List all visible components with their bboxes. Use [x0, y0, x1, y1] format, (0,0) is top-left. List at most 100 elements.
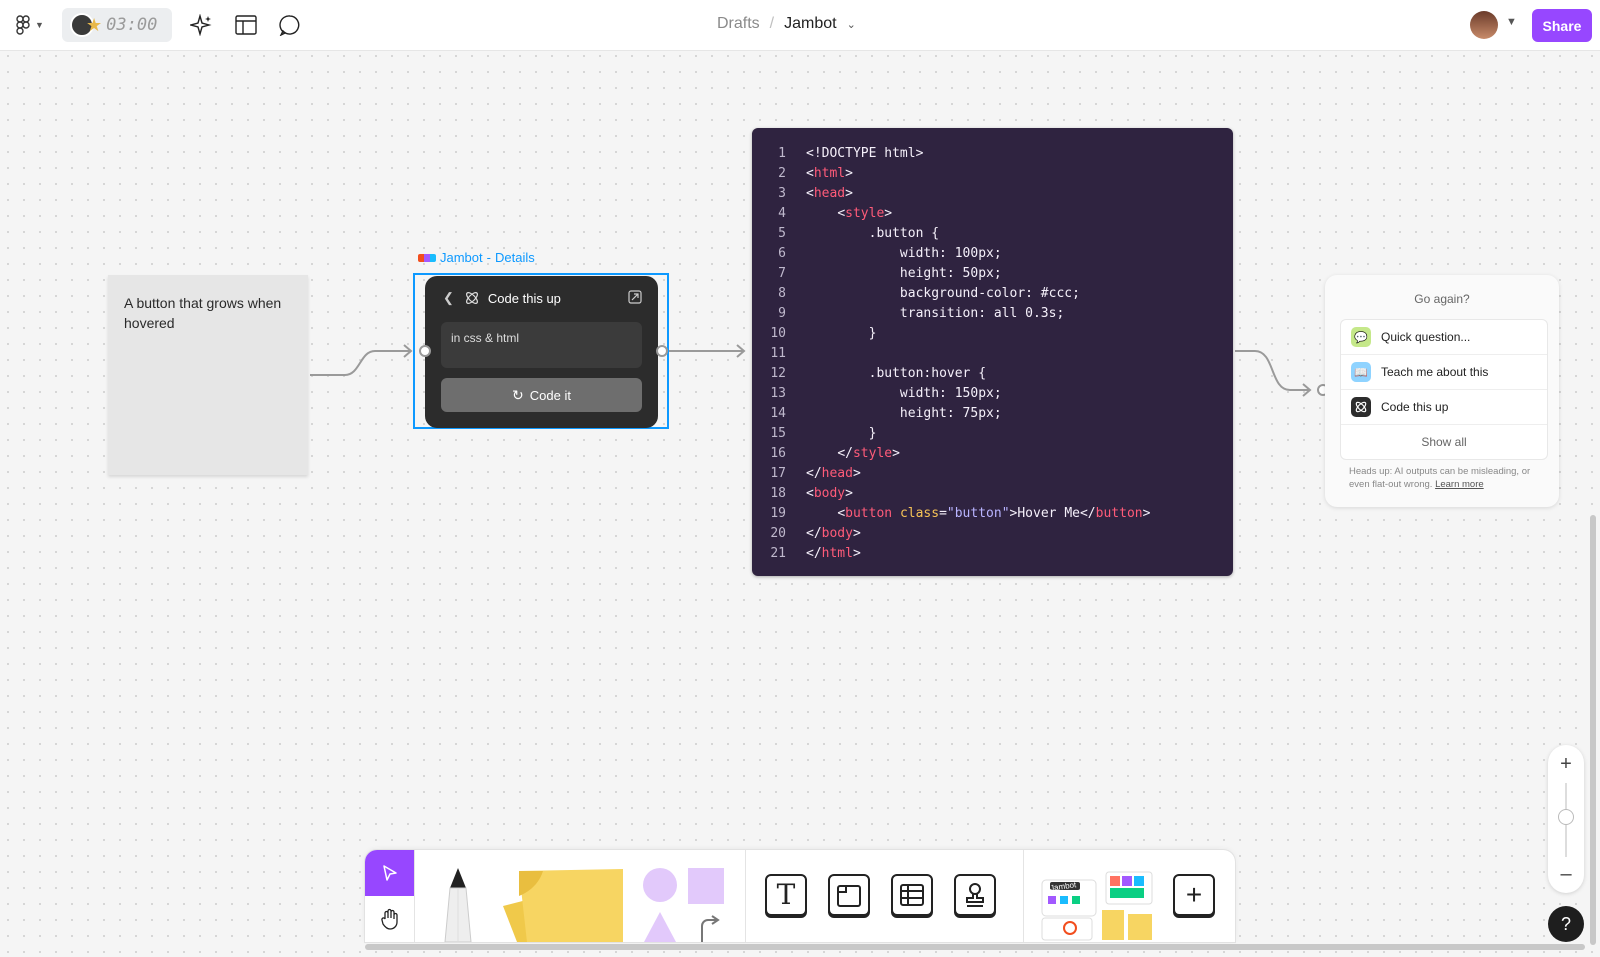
option-teach-me[interactable]: 📖 Teach me about this [1341, 355, 1547, 390]
code-token: width: 100px; [899, 246, 1002, 261]
prompt-input[interactable]: in css & html [441, 322, 642, 368]
option-code-this-up[interactable]: Code this up [1341, 390, 1547, 425]
zoom-out-button[interactable]: – [1560, 863, 1572, 885]
code-line: 6 width: 100px; [752, 244, 1002, 264]
templates-tool[interactable] [1040, 870, 1155, 942]
jambot-details-link[interactable]: Details [494, 250, 535, 265]
comment-icon [279, 15, 300, 36]
learn-more-link[interactable]: Learn more [1435, 479, 1484, 490]
code-token: .button { [868, 226, 940, 241]
line-number: 21 [770, 546, 786, 561]
breadcrumb-drafts[interactable]: Drafts [717, 15, 760, 32]
code-text: background-color: #ccc; [806, 284, 1080, 304]
pencil-tool[interactable] [433, 866, 483, 942]
code-it-button[interactable]: ↻ Code it [441, 378, 642, 412]
line-number: 11 [770, 346, 786, 361]
code-text: width: 100px; [806, 244, 1002, 264]
file-menu-chevron-icon[interactable]: ⌄ [846, 18, 856, 31]
back-chevron-icon[interactable]: ❮ [443, 290, 454, 305]
code-token: transition: all 0.3s; [899, 306, 1065, 321]
jambot-node-label[interactable]: Jambot - Details [418, 250, 535, 265]
sticky-note[interactable]: A button that grows when hovered [108, 275, 308, 475]
chevron-down-icon: ▼ [35, 20, 44, 30]
jambot-node[interactable]: ❮ Code this up in css & html ↻ Code it [425, 276, 658, 428]
breadcrumb: Drafts / Jambot ⌄ [717, 15, 856, 33]
code-token: > [884, 206, 893, 221]
disclaimer-text: Heads up: AI outputs can be misleading, … [1349, 466, 1531, 490]
file-name[interactable]: Jambot [784, 15, 837, 32]
go-again-panel: Go again? 💬 Quick question... 📖 Teach me… [1325, 275, 1559, 507]
code-line: 12 .button:hover { [752, 364, 986, 384]
code-block[interactable]: 1<!DOCTYPE html> 2<html> 3<head> 4 <styl… [752, 128, 1233, 576]
code-line: 10 } [752, 324, 876, 344]
line-number: 19 [770, 506, 786, 521]
vertical-scrollbar[interactable] [1590, 515, 1596, 945]
code-text: <body> [806, 484, 853, 504]
horizontal-scrollbar[interactable] [365, 944, 1585, 950]
code-token: button [1095, 506, 1143, 521]
section-tool[interactable] [828, 874, 870, 916]
table-tool[interactable] [891, 874, 933, 916]
code-line: 20</body> [752, 524, 860, 544]
line-number: 3 [778, 186, 786, 201]
stamp-icon [966, 883, 984, 907]
ai-sparkle-button[interactable] [188, 12, 214, 38]
pencil-icon [444, 868, 472, 942]
sticky-note-tool[interactable] [503, 866, 623, 942]
atom-icon [1351, 397, 1371, 417]
code-token: </ [806, 546, 822, 561]
show-all-button[interactable]: Show all [1421, 435, 1467, 449]
code-line: 5 .button { [752, 224, 939, 244]
layout-button[interactable] [233, 12, 259, 38]
code-token: } [868, 326, 877, 341]
jambot-logo-icon [418, 253, 436, 262]
code-token: button [845, 506, 893, 521]
code-token: > [852, 466, 861, 481]
move-tool[interactable] [365, 850, 414, 896]
shapes-tool[interactable] [640, 868, 730, 942]
code-token: body [821, 526, 853, 541]
main-menu-button[interactable]: ▼ [12, 12, 48, 38]
hand-tool[interactable] [365, 896, 414, 942]
hand-icon [380, 908, 398, 930]
line-number: 13 [770, 386, 786, 401]
code-text: .button { [806, 224, 939, 244]
question-mark-icon: ? [1560, 913, 1571, 934]
go-again-list: 💬 Quick question... 📖 Teach me about thi… [1340, 319, 1548, 460]
layout-icon [235, 15, 257, 35]
timer[interactable]: ★ 03:00 [62, 8, 172, 42]
zoom-in-button[interactable]: + [1560, 753, 1572, 775]
user-avatar[interactable] [1470, 11, 1498, 39]
more-tools-button[interactable]: + [1173, 874, 1215, 916]
code-line: 14 height: 75px; [752, 404, 1001, 424]
node-input-port[interactable] [419, 345, 431, 357]
line-number: 17 [770, 466, 786, 481]
code-token: < [806, 166, 814, 181]
line-number: 20 [770, 526, 786, 541]
code-text: <style> [806, 204, 892, 224]
selection-outline [413, 273, 669, 429]
help-button[interactable]: ? [1548, 906, 1584, 942]
text-tool[interactable]: T [765, 874, 807, 916]
code-token: style [852, 446, 893, 461]
code-token: > [845, 186, 853, 201]
cursor-icon [382, 865, 397, 881]
code-token: </ [806, 466, 822, 481]
stamp-tool[interactable] [954, 874, 996, 916]
code-text: <!DOCTYPE html> [806, 144, 923, 164]
zoom-slider-handle[interactable] [1558, 809, 1574, 825]
node-output-port[interactable] [656, 345, 668, 357]
chevron-down-icon[interactable]: ▼ [1506, 16, 1517, 28]
code-token: class [899, 506, 940, 521]
section-icon [837, 885, 861, 907]
code-text: width: 150px; [806, 384, 1002, 404]
code-token: <!DOCTYPE html> [806, 146, 924, 161]
code-text: </html> [806, 544, 861, 564]
expand-icon[interactable] [628, 290, 642, 304]
code-line: 8 background-color: #ccc; [752, 284, 1080, 304]
disclaimer: Heads up: AI outputs can be misleading, … [1349, 465, 1539, 491]
share-button[interactable]: Share [1532, 9, 1592, 42]
comment-button[interactable] [277, 12, 303, 38]
code-text: transition: all 0.3s; [806, 304, 1064, 324]
option-quick-question[interactable]: 💬 Quick question... [1341, 320, 1547, 355]
